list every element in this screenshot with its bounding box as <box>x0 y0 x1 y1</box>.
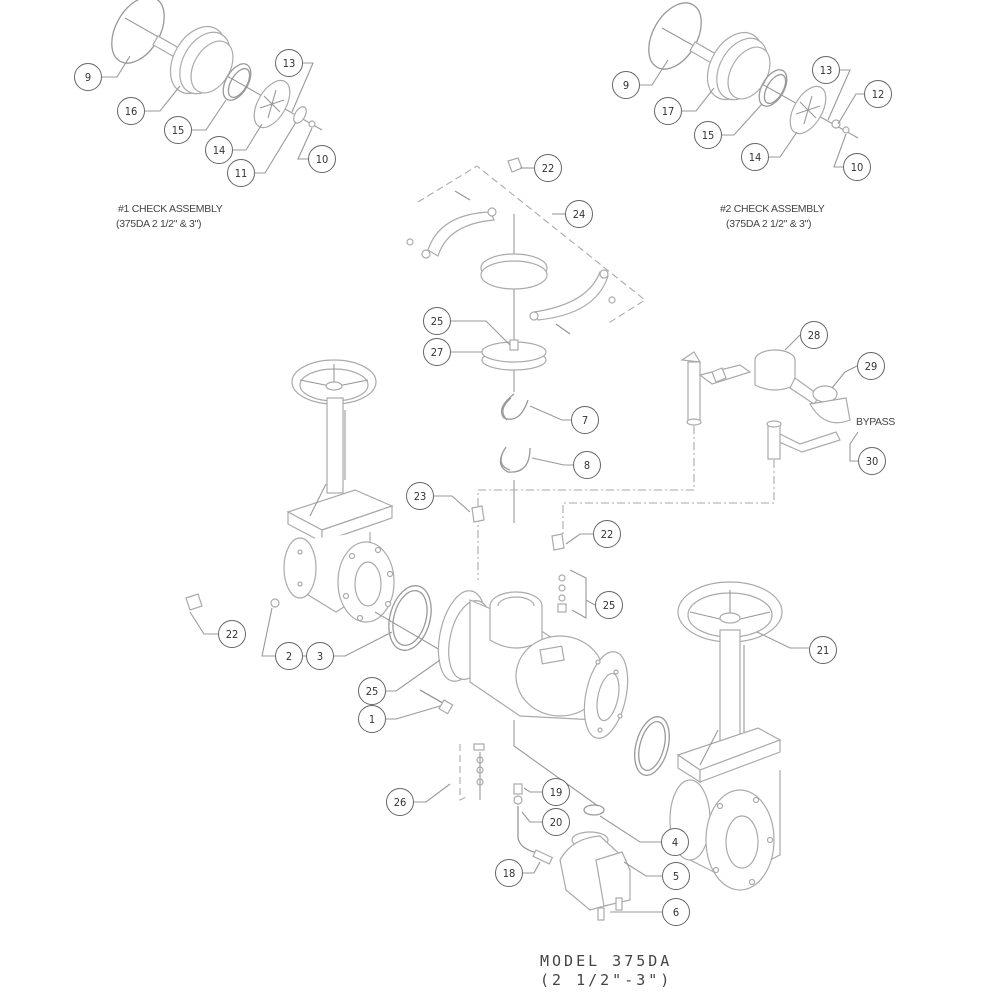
callout-part-2: 2 <box>275 642 303 670</box>
callout-part-14: 14 <box>741 143 769 171</box>
callout-part-28: 28 <box>800 321 828 349</box>
check-assembly-2-caption: #2 CHECK ASSEMBLY (375DA 2 1/2" & 3") <box>720 202 825 232</box>
callout-part-22: 22 <box>534 154 562 182</box>
bypass-assembly-drawing <box>477 334 861 580</box>
callout-part-15: 15 <box>694 121 722 149</box>
callout-part-3: 3 <box>306 642 334 670</box>
callout-part-25: 25 <box>423 307 451 335</box>
callout-part-19: 19 <box>542 778 570 806</box>
check-assembly-2-title: #2 CHECK ASSEMBLY <box>720 203 825 215</box>
callout-part-24: 24 <box>565 200 593 228</box>
callout-part-25: 25 <box>595 591 623 619</box>
callout-part-1: 1 <box>358 705 386 733</box>
check-assembly-1-drawing <box>102 0 323 174</box>
model-size: (2 1/2"-3") <box>540 971 673 989</box>
callout-part-26: 26 <box>386 788 414 816</box>
callout-part-23: 23 <box>406 482 434 510</box>
check-assembly-1-size: (375DA 2 1/2" & 3") <box>116 218 202 230</box>
model-title: MODEL 375DA (2 1/2"-3") <box>540 952 672 990</box>
check-assembly-2-size: (375DA 2 1/2" & 3") <box>726 218 812 230</box>
callout-part-27: 27 <box>423 338 451 366</box>
callout-part-10: 10 <box>308 145 336 173</box>
callout-part-20: 20 <box>542 808 570 836</box>
cover-assembly-drawing <box>406 157 646 523</box>
model-name: MODEL 375DA <box>540 952 673 970</box>
callout-part-30: 30 <box>858 447 886 475</box>
callout-part-16: 16 <box>117 97 145 125</box>
callout-part-6: 6 <box>662 898 690 926</box>
callout-part-17: 17 <box>654 97 682 125</box>
callout-part-15: 15 <box>164 116 192 144</box>
callout-part-21: 21 <box>809 636 837 664</box>
callout-part-18: 18 <box>495 859 523 887</box>
callout-part-5: 5 <box>662 862 690 890</box>
callout-part-13: 13 <box>275 49 303 77</box>
callout-part-22: 22 <box>218 620 246 648</box>
callout-part-29: 29 <box>857 352 885 380</box>
callout-part-13: 13 <box>812 56 840 84</box>
shutoff-valve-1-drawing <box>185 359 441 657</box>
callout-part-9: 9 <box>612 71 640 99</box>
callout-part-8: 8 <box>573 451 601 479</box>
callout-part-12: 12 <box>864 80 892 108</box>
callout-part-25: 25 <box>358 677 386 705</box>
check-assembly-2-drawing <box>640 2 864 168</box>
bypass-label: BYPASS <box>856 416 895 428</box>
callout-part-11: 11 <box>227 159 255 187</box>
callout-part-22: 22 <box>593 520 621 548</box>
shutoff-valve-2-drawing <box>669 581 809 891</box>
callout-part-9: 9 <box>74 63 102 91</box>
check-assembly-1-title: #1 CHECK ASSEMBLY <box>118 203 223 215</box>
main-body-drawing <box>386 495 670 807</box>
callout-part-4: 4 <box>661 828 689 856</box>
check-assembly-1-caption: #1 CHECK ASSEMBLY (375DA 2 1/2" & 3") <box>116 202 223 232</box>
relief-valve-drawing <box>513 783 662 921</box>
callout-part-14: 14 <box>205 136 233 164</box>
callout-part-7: 7 <box>571 406 599 434</box>
callout-part-10: 10 <box>843 153 871 181</box>
